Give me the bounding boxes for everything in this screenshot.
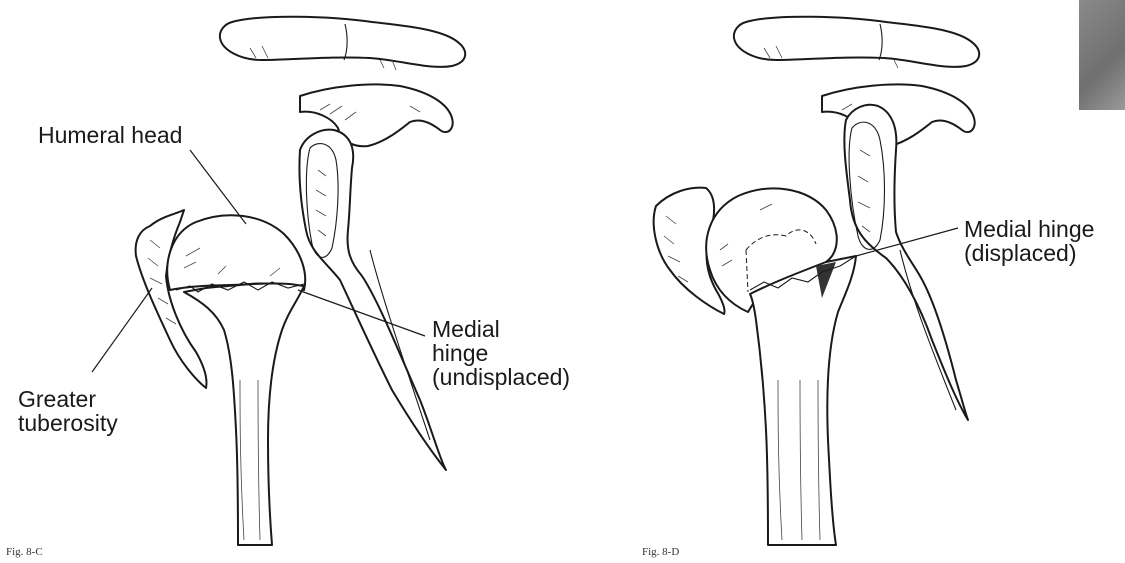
figure-8d-illustration bbox=[560, 0, 1125, 563]
label-medial-hinge-undisplaced: Medial hinge (undisplaced) bbox=[432, 317, 570, 389]
label-medial-hinge-displaced: Medial hinge (displaced) bbox=[964, 217, 1094, 265]
leader-greater-tuberosity bbox=[92, 288, 152, 372]
humeral-shaft-8c bbox=[184, 283, 304, 545]
leader-humeral-head bbox=[190, 150, 246, 224]
label-humeral-head: Humeral head bbox=[38, 123, 182, 147]
clavicle-8d bbox=[734, 17, 979, 67]
caption-fig-8c: Fig. 8-C bbox=[6, 546, 43, 558]
humeral-shaft-8d bbox=[750, 256, 856, 545]
figure-8c-illustration bbox=[0, 0, 560, 563]
thumbnail-image bbox=[1079, 0, 1125, 110]
figure-8c-panel: Humeral head Medial hinge (undisplaced) … bbox=[0, 0, 560, 563]
figure-8d-panel: Medial hinge (displaced) Fig. 8-D bbox=[560, 0, 1125, 563]
scapula-8c bbox=[299, 130, 446, 470]
humeral-head-8c bbox=[167, 215, 305, 290]
label-greater-tuberosity: Greater tuberosity bbox=[18, 387, 118, 435]
caption-fig-8d: Fig. 8-D bbox=[642, 546, 679, 558]
clavicle-8c bbox=[220, 17, 465, 67]
